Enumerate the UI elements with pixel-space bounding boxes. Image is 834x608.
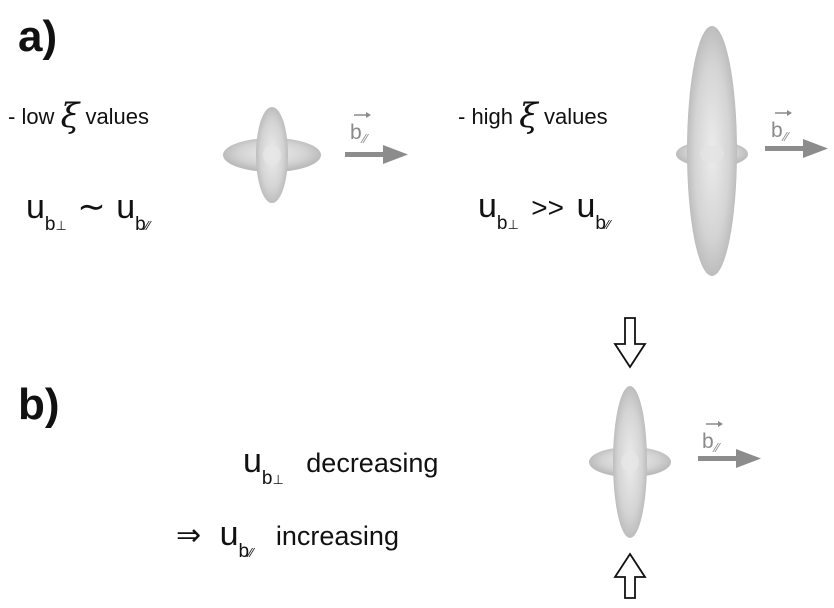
field-vector-label-b: b ∕∕: [702, 421, 723, 455]
svg-text:∕∕: ∕∕: [712, 440, 721, 455]
field-vector-label-a-high: b ∕∕: [771, 110, 792, 144]
panel-b-label: b): [18, 380, 60, 429]
svg-text:b: b: [702, 430, 714, 453]
compression-arrow-top-icon: [613, 317, 647, 369]
panel-a-label: a): [18, 12, 58, 61]
svg-text:b: b: [350, 121, 362, 144]
much-greater-relation: >>: [531, 192, 564, 223]
compression-arrow-bottom-icon: [613, 552, 647, 599]
low-xi-prefix: - low: [8, 104, 55, 129]
compressed-spheroid: [589, 386, 671, 538]
low-xi-suffix: values: [85, 104, 150, 129]
svg-text:∕∕: ∕∕: [781, 129, 790, 144]
high-xi-relation: ub⊥ >> ub∕∕: [478, 187, 611, 234]
low-xi-relation: ub⊥ ∼ ub∕∕: [26, 188, 151, 235]
perpendicular-decreasing-line: ub⊥ decreasing: [243, 442, 439, 489]
high-xi-suffix: values: [544, 104, 608, 129]
field-arrow-b: [698, 449, 761, 468]
field-vector-label-a-low: b ∕∕: [350, 112, 371, 146]
low-xi-spheroid: [223, 107, 321, 203]
field-arrow-a-low: [345, 145, 408, 164]
high-xi-prefix: - high: [458, 104, 514, 129]
high-xi-caption: - high ξ values: [458, 96, 608, 136]
low-xi-symbol: ξ: [60, 96, 80, 136]
field-arrow-a-high: [765, 139, 828, 158]
implies-icon: ⇒: [176, 518, 202, 553]
svg-text:b: b: [771, 119, 783, 142]
svg-text:∕∕: ∕∕: [360, 131, 369, 146]
decreasing-word: decreasing: [306, 448, 439, 478]
high-xi-symbol: ξ: [519, 96, 538, 136]
parallel-increasing-line: ⇒ ub∕∕ increasing: [176, 515, 399, 562]
low-xi-caption: - low ξ values: [8, 96, 149, 136]
similar-relation: ∼: [77, 188, 106, 226]
increasing-word: increasing: [275, 521, 399, 551]
high-xi-spheroid: [676, 26, 748, 276]
